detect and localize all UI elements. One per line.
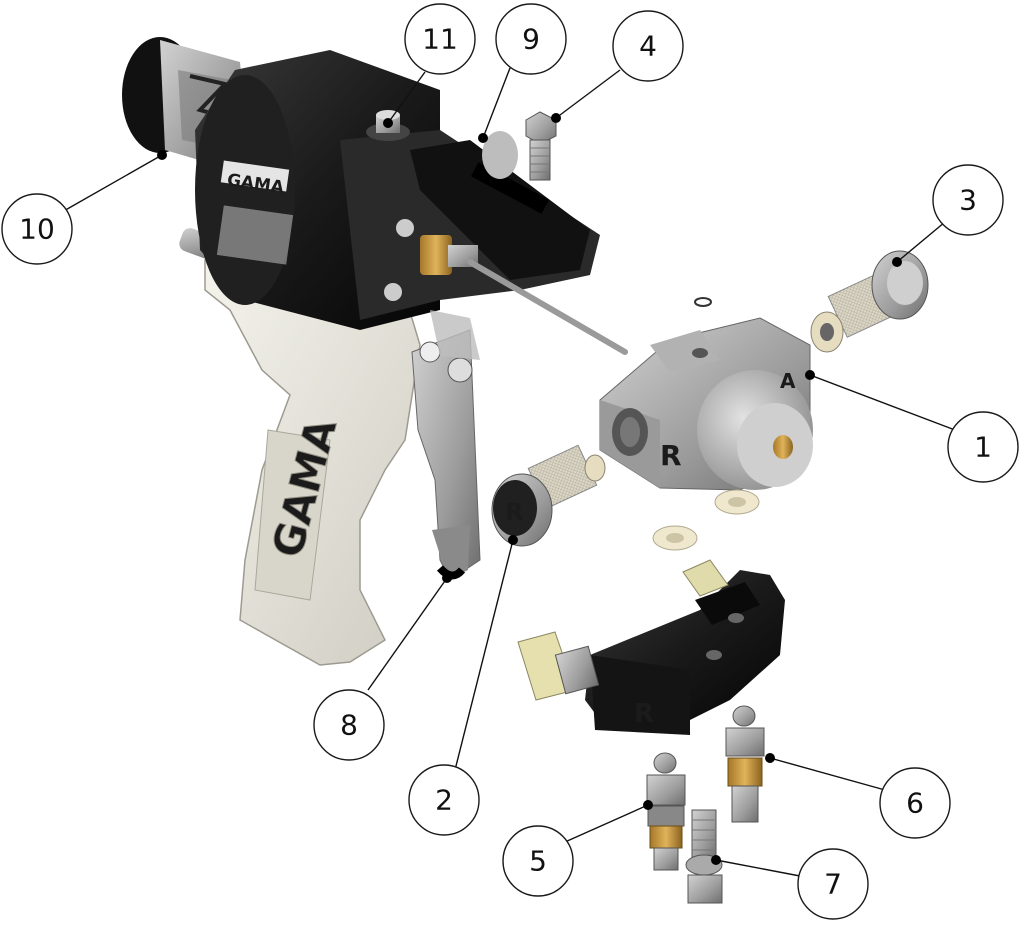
- leader-7-dot: [711, 855, 721, 865]
- filter-a-part: [810, 250, 929, 353]
- leader-6: [769, 757, 886, 791]
- callout-3: 3: [932, 164, 1004, 236]
- leader-lines: [61, 67, 956, 877]
- callouts: 1 2 3 4 5 6 7 8: [1, 3, 1019, 920]
- leader-2-dot: [508, 535, 518, 545]
- leader-10: [61, 154, 163, 213]
- callout-8: 8: [313, 689, 385, 761]
- callout-5: 5: [502, 825, 574, 897]
- leader-5: [564, 804, 649, 843]
- leader-11-dot: [383, 118, 393, 128]
- callout-10-label: 10: [19, 213, 55, 246]
- callout-4: 4: [612, 10, 684, 82]
- callout-9: 9: [495, 3, 567, 75]
- leader-8-dot: [442, 573, 452, 583]
- callout-5-label: 5: [529, 845, 547, 878]
- leader-9: [482, 67, 511, 139]
- callout-2-label: 2: [435, 784, 453, 817]
- small-o-ring: [694, 297, 712, 307]
- callout-3-label: 3: [959, 184, 977, 217]
- gun-body: GAMA: [195, 50, 628, 355]
- callout-6-label: 6: [906, 787, 924, 820]
- leader-1-dot: [805, 370, 815, 380]
- callout-8-label: 8: [340, 709, 358, 742]
- leader-1: [809, 374, 956, 431]
- bolt-part: [525, 111, 557, 181]
- block-label-r: R: [660, 439, 682, 472]
- washer-upper: [714, 489, 760, 515]
- callout-9-label: 9: [522, 23, 540, 56]
- filter-label-r: R: [505, 498, 523, 526]
- leader-2: [454, 539, 514, 771]
- leader-3-dot: [892, 257, 902, 267]
- leader-10-dot: [157, 150, 167, 160]
- mixing-block-part: R A: [599, 317, 813, 491]
- black-manifold-part: R: [517, 559, 785, 735]
- fitting-5-part: [646, 752, 686, 871]
- leader-3: [896, 221, 946, 263]
- gun-handle: GAMA: [179, 228, 421, 666]
- callout-2: 2: [408, 764, 480, 836]
- side-washer-part: [482, 131, 518, 179]
- spray-gun-assembly: GAMA GAMA: [122, 37, 628, 666]
- washer-lower: [652, 525, 698, 551]
- leader-7: [715, 859, 801, 877]
- manifold-label-r: R: [634, 699, 654, 729]
- leader-4-dot: [551, 113, 561, 123]
- callout-1: 1: [947, 411, 1019, 483]
- callout-7-label: 7: [824, 868, 842, 901]
- fitting-6-part: [725, 705, 765, 823]
- callout-7: 7: [797, 848, 869, 920]
- leader-11: [387, 71, 426, 124]
- leader-4: [555, 69, 621, 119]
- trigger-part: [411, 310, 481, 581]
- callout-4-label: 4: [639, 30, 657, 63]
- leader-5-dot: [643, 800, 653, 810]
- block-label-a: A: [780, 369, 796, 393]
- filter-r-part: R: [491, 444, 606, 547]
- leader-6-dot: [765, 753, 775, 763]
- leader-8: [367, 577, 448, 691]
- callout-11-label: 11: [422, 23, 458, 56]
- callout-10: 10: [1, 193, 73, 265]
- callout-11: 11: [404, 3, 476, 75]
- callout-6: 6: [879, 767, 951, 839]
- callout-1-label: 1: [974, 431, 992, 464]
- leader-9-dot: [478, 133, 488, 143]
